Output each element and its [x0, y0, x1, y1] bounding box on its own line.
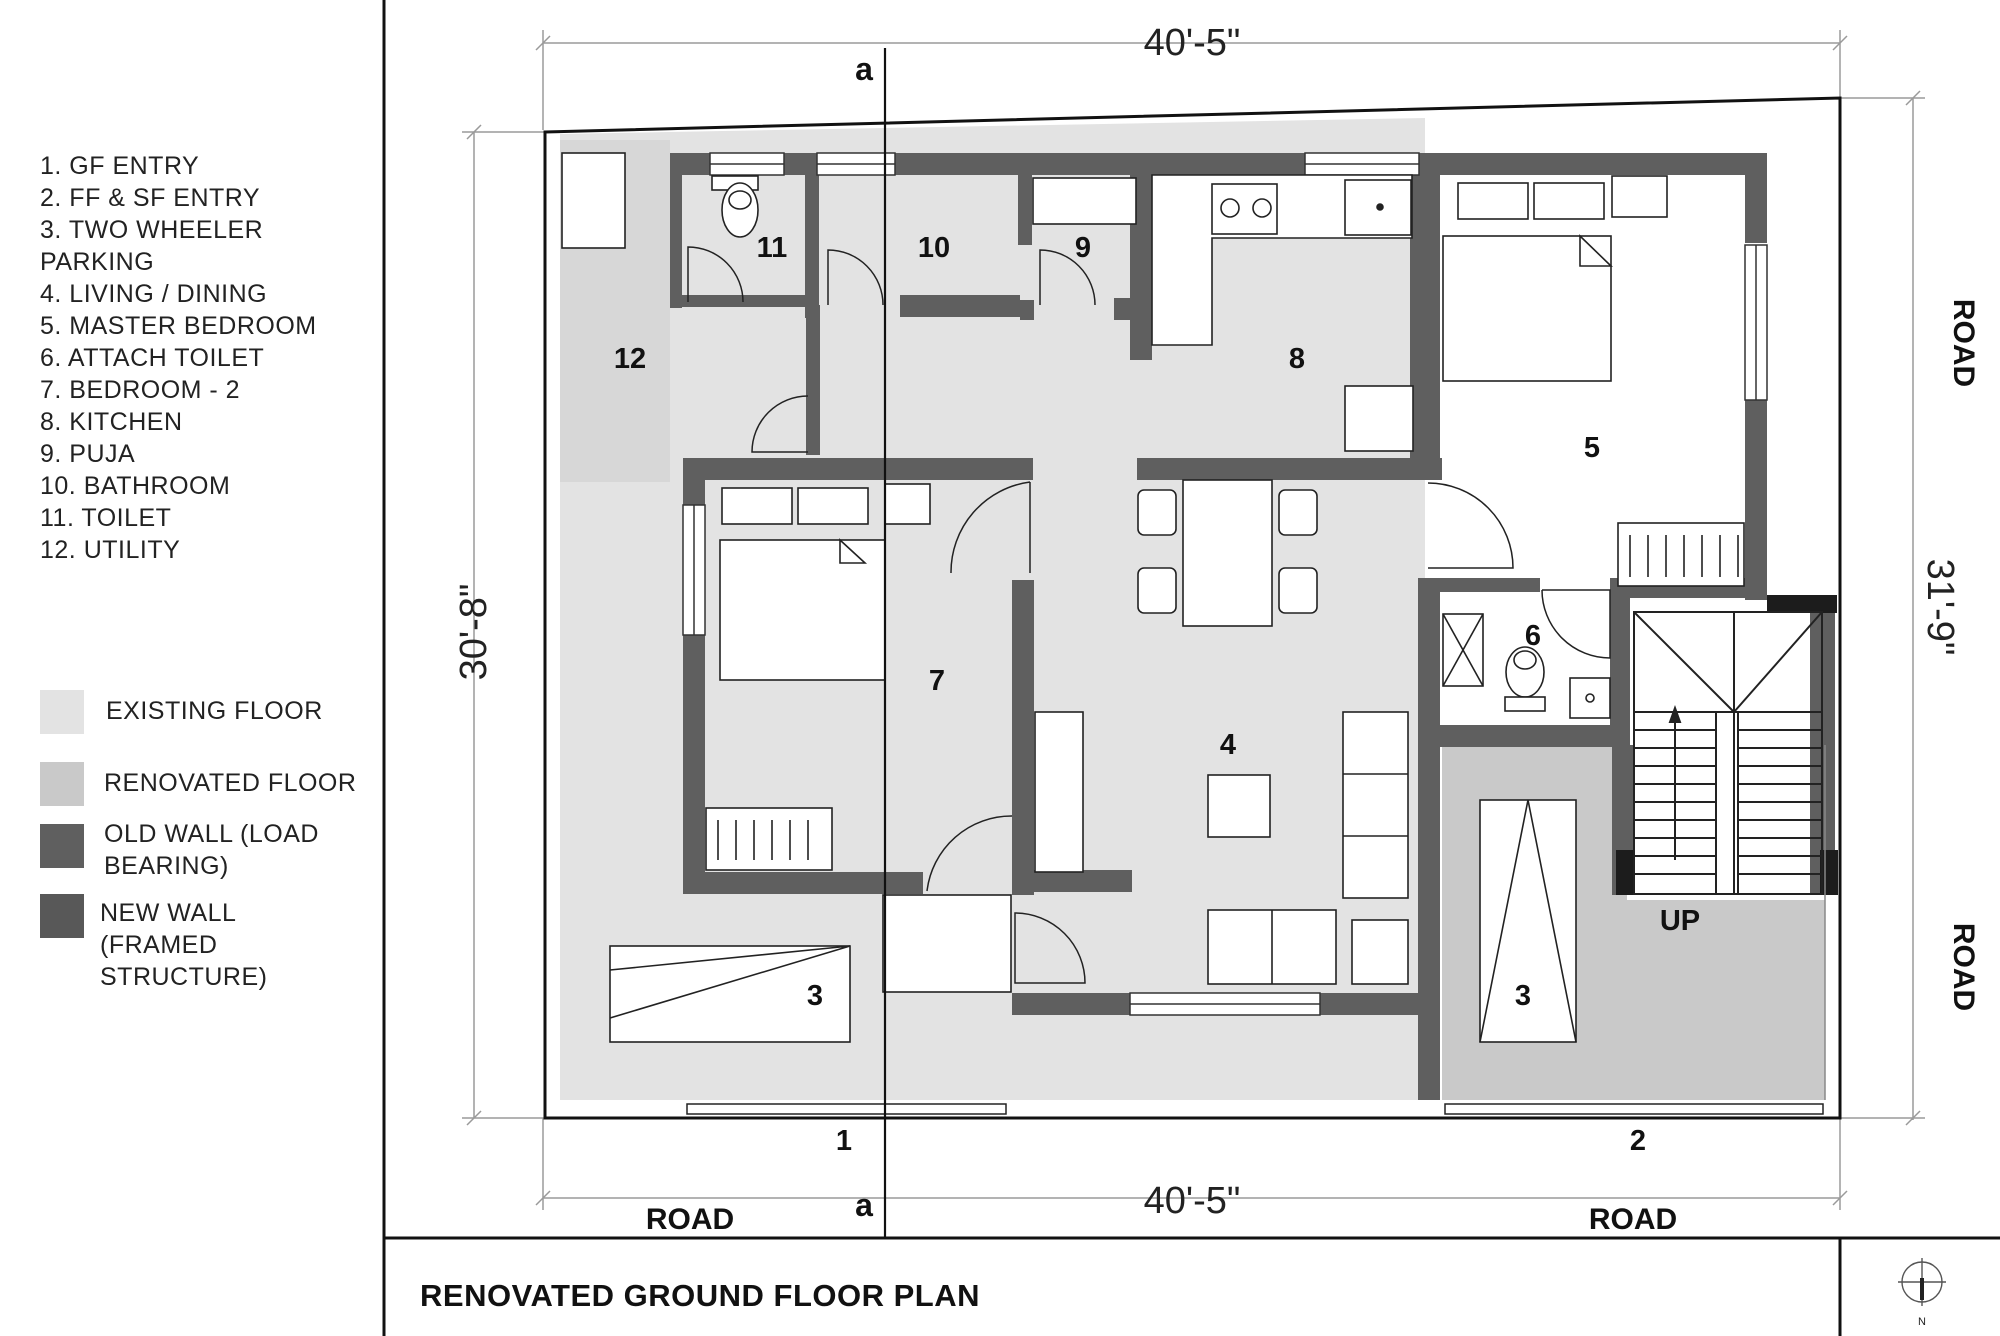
dimension-bottom: 40'-5" — [1144, 1180, 1241, 1222]
door-swing — [687, 246, 744, 303]
fridge — [1344, 385, 1414, 452]
renovated-floor-swatch — [40, 762, 84, 806]
section-marker-top: a — [855, 51, 873, 87]
north-arrow-icon — [1898, 1258, 1946, 1306]
room-number-kitchen: 8 — [1289, 343, 1305, 375]
room-number-utility: 12 — [614, 343, 646, 375]
door-swing — [926, 815, 1013, 892]
staircase — [1633, 611, 1823, 895]
key-label: (FRAMED — [100, 931, 217, 959]
legend-item: 5. MASTER BEDROOM — [40, 312, 317, 340]
utility-counter — [561, 152, 626, 249]
legend-item: 8. KITCHEN — [40, 408, 183, 436]
room-number-parking-left: 3 — [807, 980, 823, 1012]
door-swing — [950, 481, 1031, 574]
dining-table — [1182, 479, 1273, 627]
room-number-attach-toilet: 6 — [1525, 620, 1541, 652]
north-label: N — [1918, 1316, 1926, 1328]
room-number-master-bedroom: 5 — [1584, 432, 1600, 464]
legend-item: 11. TOILET — [40, 504, 171, 532]
door-swing — [751, 395, 809, 453]
key-label: RENOVATED FLOOR — [104, 769, 356, 797]
dimension-labels: 40'-5" 40'-5" 30'-8" 31'-9" — [453, 22, 1961, 1222]
dimension-top: 40'-5" — [1144, 22, 1241, 64]
doors — [687, 246, 1611, 984]
legend-item: 4. LIVING / DINING — [40, 280, 267, 308]
legend-item: 1. GF ENTRY — [40, 152, 199, 180]
furniture — [561, 152, 1745, 1043]
bedroom-2-wardrobe — [705, 807, 833, 871]
door-swing — [1541, 589, 1611, 659]
room-number-living-dining: 4 — [1220, 729, 1236, 761]
room-number-parking-right: 3 — [1515, 980, 1531, 1012]
entry-lobby — [882, 894, 1012, 993]
door-swing — [1014, 912, 1086, 984]
dimension-left: 30'-8" — [453, 584, 495, 681]
legend-item: 6. ATTACH TOILET — [40, 344, 264, 372]
section-line: a a — [855, 48, 887, 1238]
stair-up-label: UP — [1660, 905, 1700, 937]
existing-floor-swatch — [40, 690, 84, 734]
door-swing — [1039, 249, 1096, 306]
two-wheeler-right — [1479, 799, 1577, 1043]
road-bottom-left: ROAD — [646, 1203, 734, 1236]
room-number-toilet: 11 — [757, 232, 788, 264]
two-wheeler-left — [609, 945, 851, 1043]
legend-item: 10. BATHROOM — [40, 472, 230, 500]
road-bottom-right: ROAD — [1589, 1203, 1677, 1236]
legend-item: 3. TWO WHEELER — [40, 216, 263, 244]
stair-area — [1627, 610, 1837, 900]
road-right-bottom: ROAD — [1947, 923, 1980, 1011]
wardrobe — [1617, 522, 1745, 587]
legend-item: 12. UTILITY — [40, 536, 180, 564]
puja-counter — [1032, 177, 1137, 225]
new-wall-swatch — [40, 894, 84, 938]
legend-item: 2. FF & SF ENTRY — [40, 184, 260, 212]
frontage — [686, 745, 1826, 1115]
dimension-lines — [462, 30, 1925, 1210]
legend-item: 9. PUJA — [40, 440, 135, 468]
material-key: EXISTING FLOOR RENOVATED FLOOR OLD WALL … — [40, 690, 356, 991]
walls — [670, 153, 1835, 1100]
road-right-top: ROAD — [1947, 299, 1980, 387]
room-number-gf-entry: 1 — [836, 1125, 852, 1157]
tv-unit — [1034, 711, 1084, 873]
windows — [682, 152, 1768, 1016]
room-number-ff-sf-entry: 2 — [1630, 1125, 1646, 1157]
sofa-right — [1342, 711, 1409, 899]
legend-item: 7. BEDROOM - 2 — [40, 376, 240, 404]
key-label: OLD WALL (LOAD — [104, 820, 319, 848]
dimension-right: 31'-9" — [1919, 559, 1961, 656]
room-legend: 1. GF ENTRY 2. FF & SF ENTRY 3. TWO WHEE… — [40, 152, 317, 564]
room-number-bedroom-2: 7 — [929, 665, 945, 697]
room-number-puja: 9 — [1075, 232, 1091, 264]
key-label: EXISTING FLOOR — [106, 697, 323, 725]
section-marker-bottom: a — [855, 1187, 873, 1223]
old-wall-swatch — [40, 824, 84, 868]
key-label: NEW WALL — [100, 899, 236, 927]
coffee-table — [1207, 774, 1271, 838]
room-numbers: 12 11 10 9 8 5 6 7 4 3 3 1 2 UP — [614, 232, 1700, 1157]
door-swing — [1427, 482, 1514, 569]
road-labels: ROAD ROAD ROAD ROAD — [646, 299, 1980, 1236]
drawing-title: RENOVATED GROUND FLOOR PLAN — [420, 1278, 980, 1313]
legend-item: PARKING — [40, 248, 154, 276]
sheet-frame — [382, 0, 2000, 1336]
door-swing — [827, 249, 884, 306]
key-label: BEARING) — [104, 852, 229, 880]
room-number-bathroom: 10 — [918, 232, 950, 264]
key-label: STRUCTURE) — [100, 963, 268, 991]
